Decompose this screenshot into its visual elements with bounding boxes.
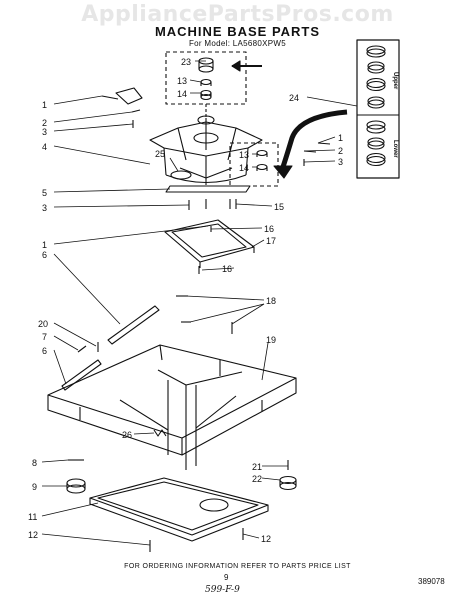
- callout-25: 25: [155, 149, 165, 159]
- callout-19: 19: [266, 335, 276, 345]
- bracket-part: [115, 87, 143, 105]
- kit-arrow: [279, 109, 348, 171]
- clip-part-1a: [101, 95, 119, 100]
- callout-1: 1: [42, 100, 47, 110]
- callout-6: 6: [42, 250, 47, 260]
- callout-26: 26: [122, 430, 132, 440]
- callout-11: 11: [28, 512, 37, 522]
- callout-21: 21: [252, 462, 262, 472]
- callout-13: 13: [177, 76, 187, 86]
- callout-16-lower: 16: [222, 264, 232, 274]
- plate-part-5: [165, 185, 251, 193]
- callout-18: 18: [266, 296, 276, 306]
- page-number: 9: [224, 573, 229, 582]
- callout-15: 15: [274, 202, 284, 212]
- callout-12-right: 12: [261, 534, 271, 544]
- clip-part-7: [77, 345, 87, 353]
- leader-lines: [41, 60, 358, 546]
- callout-22: 22: [252, 474, 262, 484]
- seal-part-23: [198, 57, 214, 73]
- callout-17: 17: [266, 236, 276, 246]
- callout-14-lower: 14: [239, 163, 249, 173]
- frame-part-17: [164, 219, 255, 268]
- model-number: For Model: LA5680XPW5: [188, 39, 286, 48]
- callout-3: 3: [42, 127, 47, 137]
- callout-1-mid: 1: [42, 240, 47, 250]
- callout-12: 12: [28, 530, 38, 540]
- callout-3-mid: 3: [42, 203, 47, 213]
- callout-9: 9: [32, 482, 37, 492]
- callout-8: 8: [32, 458, 37, 468]
- callout-5: 5: [42, 188, 47, 198]
- ring-part-14-lower: [256, 163, 268, 171]
- callout-20: 20: [38, 319, 48, 329]
- callout-23: 23: [181, 57, 191, 67]
- ring-part-25: [170, 170, 192, 180]
- spring-part-26: [153, 429, 167, 437]
- base-pan-part-11: [89, 477, 269, 542]
- callout-13-lower: 13: [239, 150, 249, 160]
- rail-part-6a: [107, 305, 160, 345]
- callout-6-lower: 6: [42, 346, 47, 356]
- rail-part-6b: [61, 359, 102, 391]
- base-frame-part-19: [47, 344, 297, 470]
- ring-part-14: [200, 89, 212, 101]
- pointer-arrowhead: [231, 60, 241, 72]
- callout-3-right: 3: [338, 157, 343, 167]
- kit-label-upper: Upper: [392, 72, 398, 90]
- callout-14: 14: [177, 89, 187, 99]
- washer-part-2a: [131, 109, 141, 113]
- bolt-part-1b: [317, 142, 331, 145]
- ring-part-13-lower: [256, 149, 268, 157]
- ring-part-13: [200, 78, 212, 86]
- lower-seal-box: [229, 142, 279, 187]
- page-title: MACHINE BASE PARTS: [154, 24, 321, 39]
- ordering-note: FOR ORDERING INFORMATION REFER TO PARTS …: [124, 563, 351, 570]
- callout-1-right: 1: [338, 133, 343, 143]
- handwritten-note: 599-F-9: [205, 585, 240, 595]
- bearing-kit-upper: [366, 45, 386, 109]
- document-number: 389078: [418, 577, 445, 586]
- bearing-kit-lower: [366, 120, 386, 167]
- watermark: AppliancePartsPros.com: [81, 2, 394, 27]
- gearcase-assembly: [149, 115, 263, 185]
- callout-16: 16: [264, 224, 274, 234]
- callout-2-right: 2: [338, 146, 343, 156]
- callout-7: 7: [42, 332, 47, 342]
- bearing-kit-box: [356, 39, 400, 179]
- pin-part-15b: [229, 199, 237, 209]
- kit-label-lower: Lower: [392, 140, 398, 158]
- callout-24: 24: [289, 93, 299, 103]
- kit-arrowhead: [273, 165, 293, 179]
- callout-4: 4: [42, 142, 47, 152]
- callout-2: 2: [42, 118, 47, 128]
